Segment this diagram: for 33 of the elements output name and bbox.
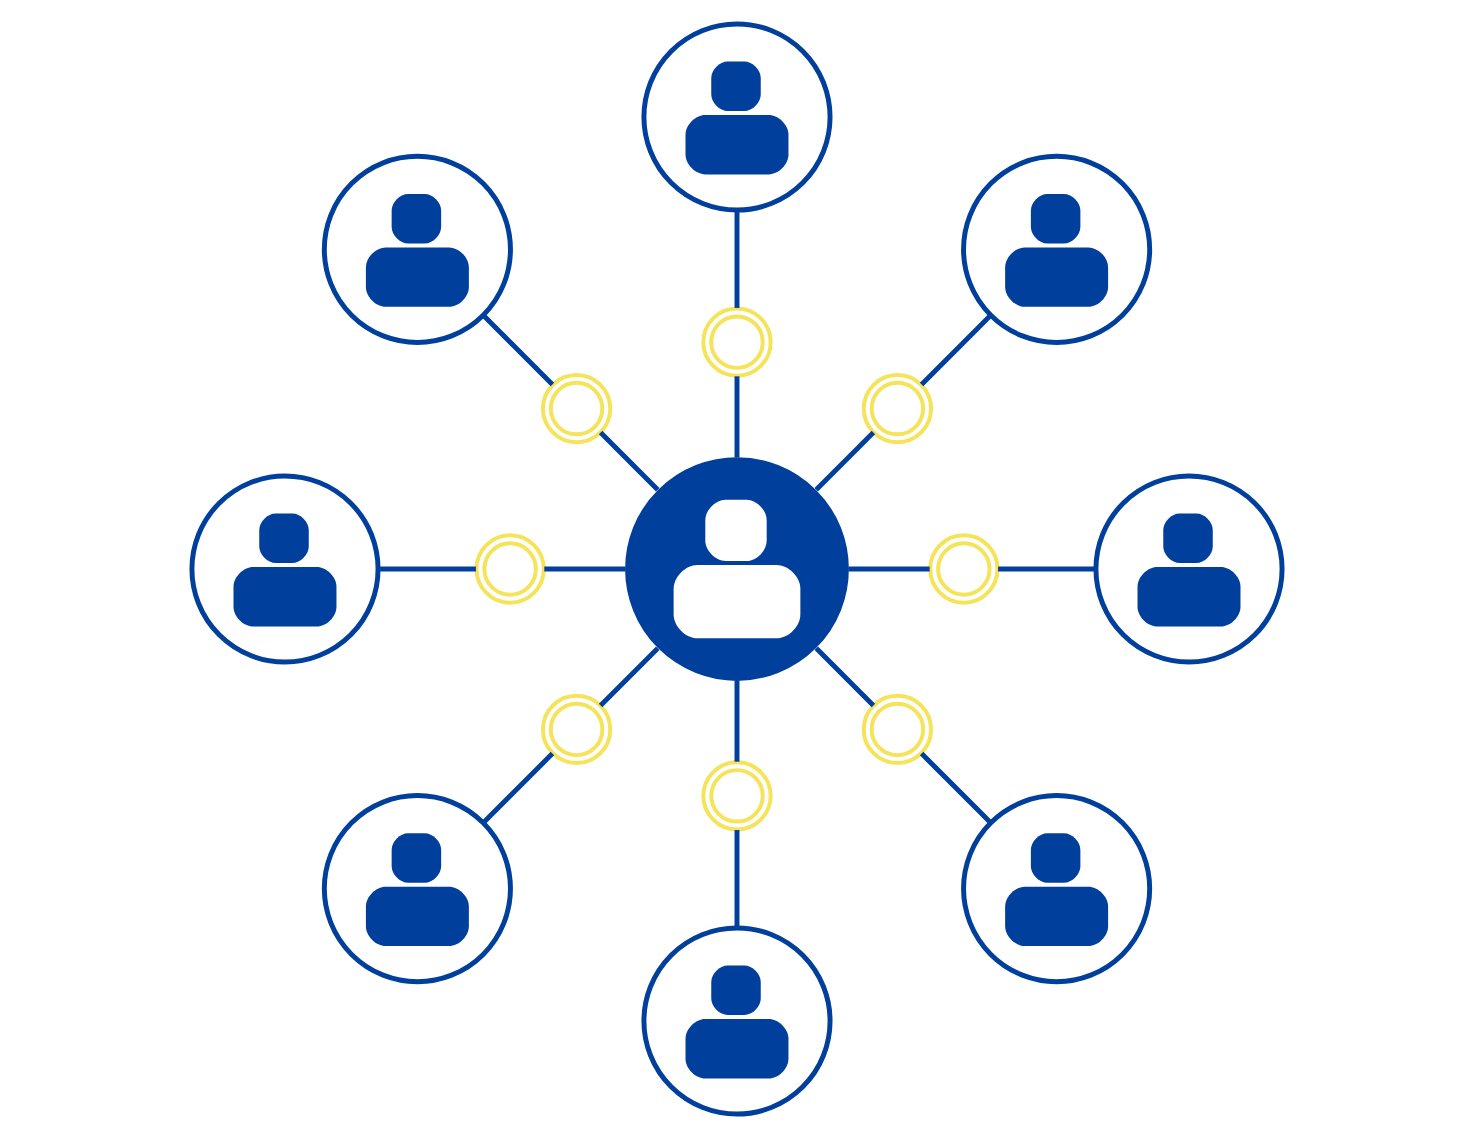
node-person: [320, 793, 512, 985]
connector: [733, 376, 739, 458]
node-person: [624, 457, 848, 681]
node-person: [188, 473, 380, 665]
node-person: [640, 21, 832, 213]
node-coin: [539, 693, 612, 766]
node-coin: [700, 760, 772, 832]
node-coin: [927, 533, 999, 605]
connector: [481, 314, 554, 387]
connector: [377, 566, 475, 572]
node-coin: [700, 306, 772, 378]
connector: [918, 314, 991, 387]
node-person: [1092, 473, 1284, 665]
node-coin: [473, 533, 545, 605]
connector: [733, 830, 739, 928]
connector: [733, 210, 739, 308]
connector: [813, 646, 875, 708]
node-person: [320, 153, 512, 345]
node-coin: [539, 372, 612, 445]
node-coin: [860, 372, 933, 445]
connector: [733, 680, 739, 762]
node-coin: [860, 693, 933, 766]
node-person: [960, 793, 1152, 985]
node-person: [960, 153, 1152, 345]
connector: [813, 430, 875, 492]
connector: [481, 751, 554, 824]
connector: [918, 751, 991, 824]
connector: [997, 566, 1095, 572]
connector: [543, 566, 625, 572]
node-person: [640, 925, 832, 1117]
connector: [597, 430, 659, 492]
connector: [847, 566, 929, 572]
connector: [597, 646, 659, 708]
